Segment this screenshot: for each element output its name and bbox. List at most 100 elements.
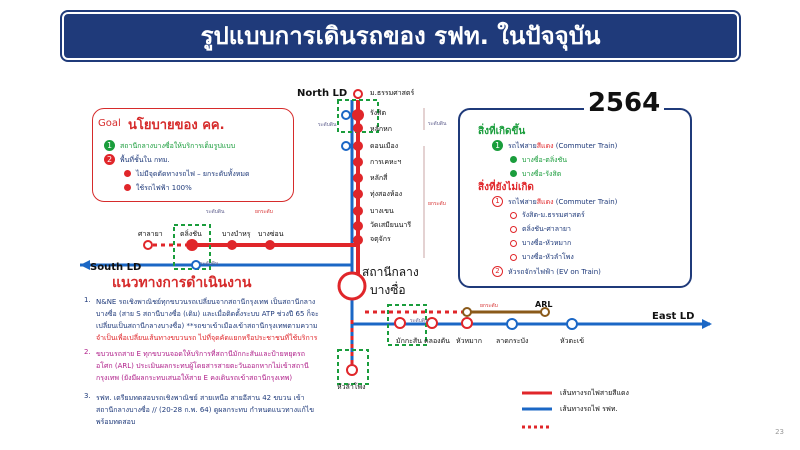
op-1-text: N&NE รถเชิงพาณิชย์ทุกขบวนรถเปลี่ยนจากสถา… bbox=[96, 296, 319, 344]
op-3-line-2: สถานีกลางบางซื่อ // (20-28 ก.พ. 64) ดูผล… bbox=[96, 406, 315, 414]
op-3-line-3: พร้อมทดสอบ bbox=[96, 418, 136, 426]
happened-sub-1-dot bbox=[510, 156, 517, 163]
status-box bbox=[458, 108, 692, 288]
not-sub-1-dot bbox=[510, 212, 517, 219]
goal-bullet-2: ใช้รถไฟฟ้า 100% bbox=[136, 184, 192, 192]
station-label-lat-krabang: ลาดกระบัง bbox=[496, 337, 529, 345]
goal-box bbox=[92, 108, 294, 202]
station-wat-samian-nari bbox=[353, 221, 363, 231]
happened-item-highlight: สีแดง bbox=[536, 142, 554, 150]
station-label-khlong-tan: คลองตัน bbox=[424, 337, 450, 345]
happened-sub-2-dot bbox=[510, 170, 517, 177]
station-don-mueang-blue bbox=[341, 141, 351, 151]
level-elevated-w: ยกระดับ bbox=[255, 209, 273, 215]
goal-bullet-1: ไม่มีจุดตัดทางรถไฟ – ยกระดับทั้งหมด bbox=[136, 170, 250, 178]
not-sub-2: ตลิ่งชัน-ศาลายา bbox=[522, 225, 571, 233]
station-don-mueang bbox=[353, 141, 363, 151]
not-sub-3: บางซื่อ-หัวหมาก bbox=[522, 239, 572, 247]
central-station-label-1: สถานีกลาง bbox=[362, 265, 419, 279]
legend-red-label: เส้นทางรถไฟสายสีแดง bbox=[560, 389, 629, 397]
op-2-num: 2. bbox=[84, 348, 91, 356]
station-hua-takhe bbox=[566, 318, 578, 330]
station-rangsit-blue bbox=[341, 110, 351, 120]
level-elevated-n: ยกระดับ bbox=[428, 201, 446, 207]
goal-bullet-1-dot bbox=[124, 170, 131, 177]
level-ground-n2: ระดับดิน bbox=[428, 121, 447, 127]
station-label-lak-si: หลักสี่ bbox=[370, 174, 388, 182]
station-thung-song-hong bbox=[353, 189, 363, 199]
goal-item-2: พื้นที่ชั้นใน กทม. bbox=[120, 156, 170, 164]
station-label-chatuchak: จตุจักร bbox=[370, 235, 391, 243]
op-2-line-2: อโศก (ARL) ประเมินผลกระทบผู้โดยสารสายตะว… bbox=[96, 362, 309, 370]
station-label-salaya: ศาลายา bbox=[138, 230, 163, 238]
goal-title: นโยบายของ คค. bbox=[128, 118, 225, 133]
level-ground-e: ระดับดิน bbox=[410, 318, 429, 324]
station-label-thung-song-hong: ทุ่งสองห้อง bbox=[370, 190, 403, 198]
north-ld-label: North LD bbox=[297, 88, 348, 99]
east-ld-label: East LD bbox=[652, 311, 695, 322]
op-1-line-1: N&NE รถเชิงพาณิชย์ทุกขบวนรถเปลี่ยนจากสถา… bbox=[96, 298, 316, 306]
level-ground-w: ระดับดิน bbox=[206, 209, 225, 215]
station-bang-bamru bbox=[227, 240, 237, 250]
station-label-bang-bamru: บางบำหรุ bbox=[222, 230, 251, 238]
station-thammasat bbox=[353, 89, 363, 99]
not-sub-4-dot bbox=[510, 254, 517, 261]
station-bang-khen bbox=[353, 206, 363, 216]
year-label: 2564 bbox=[584, 86, 664, 120]
not-item: รถไฟสายสีแดง (Commuter Train) bbox=[508, 197, 617, 208]
station-label-bang-khen: บางเขน bbox=[370, 207, 394, 215]
station-arl-end bbox=[540, 307, 550, 317]
station-salaya bbox=[143, 240, 153, 250]
level-ground-w2: ระดับดิน bbox=[200, 261, 219, 267]
east-ld-arrow bbox=[702, 319, 712, 329]
central-station-label: สถานีกลาง บางซื่อ bbox=[362, 263, 419, 299]
operations-title: แนวทางการดำเนินงาน bbox=[112, 275, 252, 291]
station-label-lak-hok: หลักหก bbox=[370, 125, 392, 133]
not-item-prefix: รถไฟสาย bbox=[508, 198, 537, 206]
station-bang-son bbox=[265, 240, 275, 250]
station-chatuchak bbox=[353, 235, 363, 245]
op-1-line-2: บางซื่อ (สาย S สถานีบางซื่อ (เดิม) และเม… bbox=[96, 310, 319, 318]
not-item-suffix: (Commuter Train) bbox=[553, 198, 618, 206]
station-makkasan bbox=[394, 317, 406, 329]
station-lak-hok bbox=[353, 123, 363, 133]
op-1-num: 1. bbox=[84, 296, 91, 304]
happened-item: รถไฟสายสีแดง (Commuter Train) bbox=[508, 141, 617, 152]
not-sub-1: รังสิต-ม.ธรรมศาสตร์ bbox=[522, 211, 585, 219]
not-sub-2-dot bbox=[510, 226, 517, 233]
station-hua-lamphong bbox=[346, 364, 358, 376]
station-taling-chan-blue bbox=[191, 260, 201, 270]
station-rangsit bbox=[352, 109, 364, 121]
op-3-line-1: รฟท. เตรียมทดสอบรถเชิงพาณิชย์ สายเหนือ ส… bbox=[96, 394, 305, 402]
not-num-2: 2 bbox=[492, 266, 503, 277]
level-elevated-e: ยกระดับ bbox=[480, 303, 498, 309]
station-label-wat-samian-nari: วัดเสมียนนารี bbox=[370, 221, 412, 229]
happened-num: 1 bbox=[492, 140, 503, 151]
op-3-num: 3. bbox=[84, 392, 91, 400]
station-lak-si bbox=[353, 173, 363, 183]
happened-sub-1: บางซื่อ-ตลิ่งชัน bbox=[522, 156, 568, 164]
goal-tag: Goal bbox=[98, 118, 121, 129]
station-lat-krabang bbox=[506, 318, 518, 330]
goal-num-1: 1 bbox=[104, 140, 115, 151]
goal-item-1: สถานีกลางบางซื่อให้บริการเต็มรูปแบบ bbox=[120, 142, 236, 150]
not-item-highlight: สีแดง bbox=[536, 198, 554, 206]
goal-num-2: 2 bbox=[104, 154, 115, 165]
south-ld-arrow bbox=[80, 260, 90, 270]
station-label-rangsit: รังสิต bbox=[370, 109, 386, 117]
station-label-don-mueang: ดอนเมือง bbox=[370, 142, 399, 150]
happened-item-suffix: (Commuter Train) bbox=[553, 142, 618, 150]
happened-item-prefix: รถไฟสาย bbox=[508, 142, 537, 150]
station-label-hua-mak: หัวหมาก bbox=[456, 337, 482, 345]
station-label-hua-lamphong: หัวลำโพง bbox=[337, 383, 366, 391]
page-title: รูปแบบการเดินรถของ รฟท. ในปัจจุบัน bbox=[200, 22, 601, 50]
op-1-line-4: จำเป็นเพื่อเปลี่ยนเส้นทางขบวนรถ ไปที่จุด… bbox=[96, 334, 318, 342]
op-2-line-1: ขบวนรถสาย E ทุกขบวนจอดให้บริการที่สถานีม… bbox=[96, 350, 305, 358]
not-sub-3-dot bbox=[510, 240, 517, 247]
south-ld-label: South LD bbox=[90, 262, 142, 273]
not-item-2: หัวรถจักรไฟฟ้า (EV on Train) bbox=[508, 268, 601, 276]
happened-sub-2: บางซื่อ-รังสิต bbox=[522, 170, 562, 178]
op-1-line-3: เปลี่ยนเป็นสถานีกลางบางซื่อ) **รถขาเข้าเ… bbox=[96, 322, 318, 330]
station-hua-mak bbox=[461, 317, 473, 329]
station-label-hua-takhe: หัวตะเข้ bbox=[560, 337, 585, 345]
